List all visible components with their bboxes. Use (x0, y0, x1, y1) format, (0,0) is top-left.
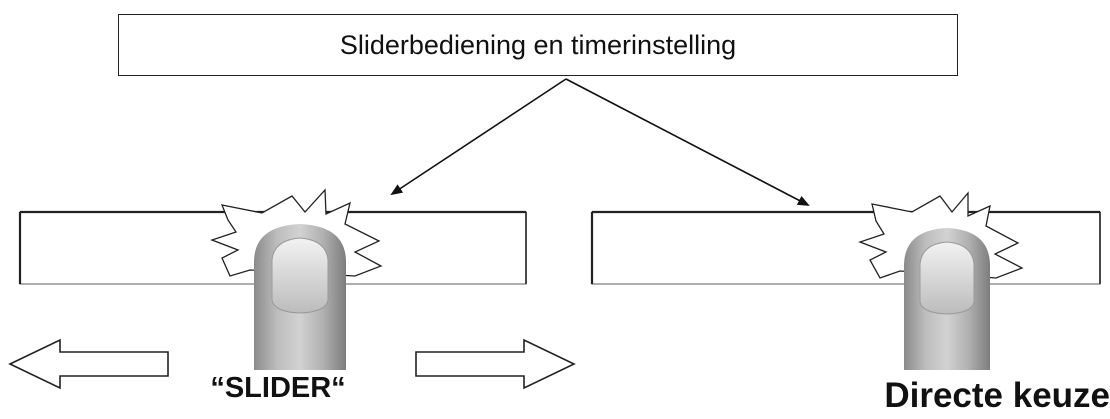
arrow-to-slider (390, 78, 567, 196)
finger-left-icon (254, 224, 346, 370)
slider-label: “SLIDER“ (210, 372, 346, 404)
direct-choice-label: Directe keuze (884, 376, 1110, 415)
finger-right-icon (904, 228, 990, 370)
arrow-left-outline-icon (8, 338, 169, 390)
arrow-right-outline-icon (415, 338, 576, 390)
connector-arrows (390, 78, 810, 206)
arrow-to-direct (565, 78, 810, 206)
slider-bar-right (590, 210, 1101, 285)
diagram-title: Sliderbediening en timerinstelling (339, 29, 737, 60)
title-box: Sliderbediening en timerinstelling (118, 14, 958, 76)
